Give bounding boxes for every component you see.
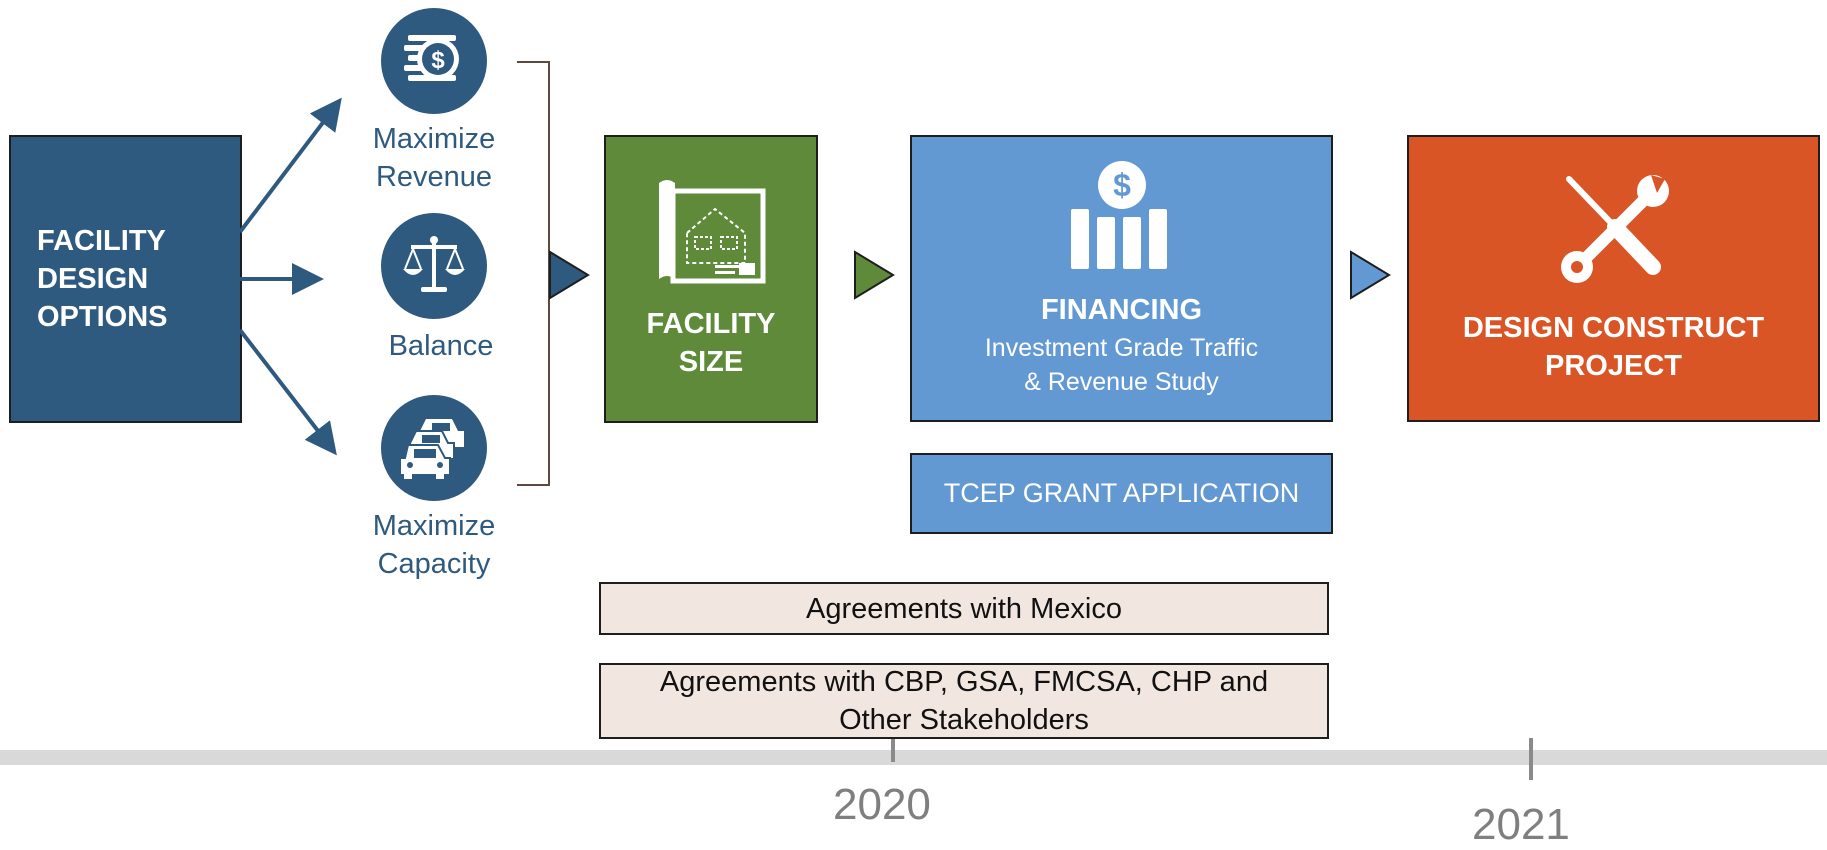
financing-subtitle-line1: Investment Grade Traffic: [984, 333, 1259, 362]
objective-balance-label: Balance: [388, 330, 494, 362]
arrow-to-financing: [854, 250, 895, 300]
financing-title: FINANCING: [1040, 293, 1203, 326]
design-construct-line1: DESIGN CONSTRUCT: [1462, 311, 1765, 344]
tcep-grant-label: TCEP GRANT APPLICATION: [943, 478, 1300, 508]
agreements-mexico-box: Agreements with Mexico: [599, 582, 1329, 635]
objective-revenue-label: Maximize Revenue: [372, 123, 496, 193]
agreements-stakeholders-line1: Agreements with CBP, GSA, FMCSA, CHP and: [659, 666, 1269, 698]
blueprint-icon: [659, 180, 766, 284]
cars-icon: [381, 395, 487, 501]
svg-text:$: $: [1113, 167, 1131, 203]
agreements-stakeholders-box: Agreements with CBP, GSA, FMCSA, CHP and…: [599, 663, 1329, 739]
design-construct-line2: PROJECT: [1545, 349, 1682, 382]
design-options-line3: OPTIONS: [37, 301, 168, 333]
agreements-stakeholders-line2: Other Stakeholders: [839, 704, 1089, 736]
option-arrows: [238, 97, 342, 456]
dollar-chart-icon: $: [1070, 160, 1167, 269]
scales-icon: [381, 213, 487, 319]
arrow-to-capacity: [238, 328, 337, 456]
facility-design-options-box: FACILITY DESIGN OPTIONS: [9, 135, 242, 423]
design-options-line1: FACILITY: [37, 225, 166, 257]
svg-text:$: $: [431, 47, 445, 74]
arrow-to-facility-size: [549, 250, 590, 300]
facility-size-box: FACILITY SIZE: [604, 135, 818, 423]
coins-dollar-icon: $: [381, 8, 487, 114]
financing-subtitle-line2: & Revenue Study: [1024, 367, 1219, 396]
timeline-bar: [0, 750, 1827, 765]
tools-icon: [1560, 174, 1669, 283]
facility-size-line2: SIZE: [678, 346, 744, 378]
objective-capacity-label: Maximize Capacity: [372, 510, 496, 580]
financing-box: $ FINANCING Investment Grade Traffic & R…: [910, 135, 1333, 422]
facility-size-line1: FACILITY: [646, 308, 776, 340]
arrow-to-design-construct: [1350, 250, 1391, 300]
tcep-grant-box: TCEP GRANT APPLICATION: [910, 453, 1333, 534]
design-construct-box: DESIGN CONSTRUCT PROJECT: [1407, 135, 1820, 422]
timeline-tick-2020: [891, 738, 895, 762]
arrow-to-revenue: [238, 97, 342, 234]
year-2020-label: 2020: [833, 780, 931, 829]
timeline-tick-2021: [1529, 738, 1533, 780]
design-options-line2: DESIGN: [37, 263, 149, 295]
agreements-mexico-label: Agreements with Mexico: [806, 592, 1122, 625]
year-2021-label: 2021: [1472, 800, 1570, 849]
